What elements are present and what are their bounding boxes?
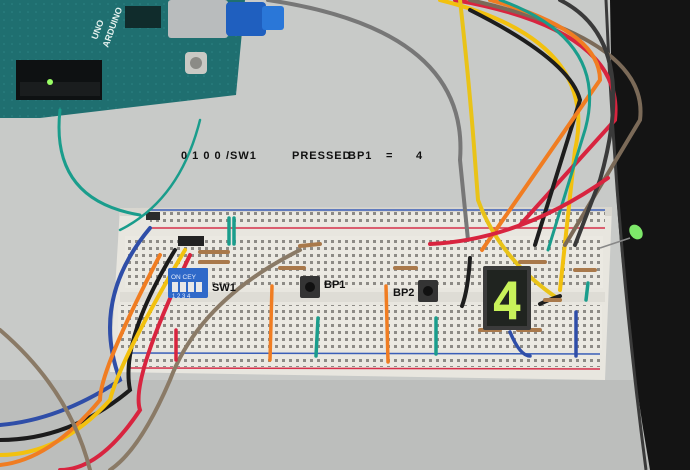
label-sw1: SW1 <box>212 282 236 294</box>
display-digit: 4 <box>491 272 522 332</box>
dip-switch-numbers: 1 2 3 4 <box>172 294 191 300</box>
breadboard <box>110 207 612 380</box>
label-bp1: BP1 <box>324 279 346 291</box>
green-led <box>599 224 643 249</box>
push-button-bp1 <box>300 276 320 298</box>
dip-switch: ON CEY 1 2 3 4 <box>168 268 208 300</box>
button-ref: BP1 <box>348 150 373 162</box>
header-left <box>146 212 160 220</box>
seven-segment-display: 4 <box>483 266 531 332</box>
wall-shade <box>0 380 690 470</box>
wires <box>0 0 643 470</box>
equals-sign: = <box>386 150 394 162</box>
dip-switch-top-text: ON CEY <box>171 274 197 281</box>
label-bp2: BP2 <box>393 287 415 299</box>
switch-ref: /SW1 <box>226 150 257 162</box>
pressed-text: PRESSED <box>292 150 352 162</box>
push-button-bp2 <box>418 280 438 302</box>
arduino-board: ARDUINO UNO <box>0 0 284 118</box>
result-value: 4 <box>416 150 424 162</box>
switch-bits: 0 1 0 0 <box>181 150 222 162</box>
header-mid <box>178 236 204 246</box>
monitor <box>610 0 690 470</box>
